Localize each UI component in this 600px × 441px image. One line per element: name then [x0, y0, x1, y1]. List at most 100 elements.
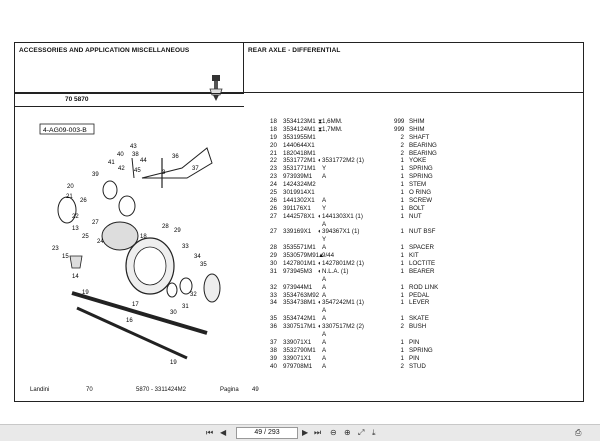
- part-note: 1427801M2 (1): [322, 260, 364, 268]
- part-desc: BEARER: [409, 267, 435, 275]
- part-desc: BEARING: [409, 149, 437, 157]
- group-code: 70 5870: [65, 96, 89, 103]
- diff-housing: [101, 221, 139, 251]
- next-page-icon[interactable]: ▶: [302, 428, 309, 437]
- callout-number: 14: [72, 274, 79, 280]
- callout-number: 44: [140, 158, 147, 164]
- part-note: A: [322, 220, 327, 228]
- part-qty: 2: [400, 141, 404, 149]
- part-desc: LEVER: [409, 299, 430, 307]
- part-qty: 1: [400, 173, 404, 181]
- part-note: 1441303X1 (1): [322, 212, 363, 220]
- part-note: 3547242M1 (1): [322, 299, 364, 307]
- part-ref: 23: [270, 173, 277, 181]
- download-icon[interactable]: ⤓: [372, 428, 376, 437]
- exploded-parts-diagram: 4-AG09-003-B 404142394338444536373202122…: [39, 123, 221, 366]
- part-qty: 1: [400, 189, 404, 197]
- part-qty: 1: [400, 212, 404, 220]
- part-note: 3307517M2 (2): [322, 323, 364, 331]
- part-qty: 1: [400, 354, 404, 362]
- callout-number: 29: [174, 228, 181, 234]
- part-ref: 21: [270, 149, 277, 157]
- part-desc: STUD: [409, 362, 426, 370]
- callout-number: 19: [82, 290, 89, 296]
- part-number: 339169X1: [283, 228, 312, 236]
- part-qty: 2: [400, 133, 404, 141]
- callout-number: 27: [92, 220, 99, 226]
- part-number: 3534124M1: [283, 125, 316, 133]
- part-qty: 999: [394, 125, 405, 133]
- part-note: A: [322, 362, 327, 370]
- part-symbol-icon: ◐: [318, 323, 322, 331]
- zoom-out-icon[interactable]: ⊖: [330, 428, 337, 437]
- part-row: A: [268, 331, 588, 339]
- prev-page-icon[interactable]: ◀: [220, 428, 227, 437]
- part-desc: PIN: [409, 338, 420, 346]
- fit-page-icon[interactable]: ⤢: [358, 428, 365, 437]
- zoom-in-icon[interactable]: ⊕: [344, 428, 351, 437]
- part-number: 3535571M1: [283, 244, 316, 252]
- part-qty: 1: [400, 196, 404, 204]
- part-desc: ROD LINK: [409, 283, 439, 291]
- part-note: A: [322, 315, 327, 323]
- part-number: 3534763M92: [283, 291, 320, 299]
- part-ref: 34: [270, 299, 277, 307]
- callout-number: 39: [92, 172, 99, 178]
- part-row: A: [268, 307, 588, 315]
- part-ref: 22: [270, 157, 277, 165]
- part-desc: YOKE: [409, 157, 427, 165]
- part-symbol-icon: ◐: [318, 157, 322, 165]
- part-number: 339071X1: [283, 338, 312, 346]
- part-symbol-icon: ◐: [318, 228, 322, 236]
- part-number: 3307517M1: [283, 323, 316, 331]
- part-row: Y: [268, 236, 588, 244]
- part-number: 3532790M1: [283, 346, 316, 354]
- part-desc: STEM: [409, 181, 427, 189]
- callout-number: 36: [172, 154, 179, 160]
- callout-number: 15: [62, 254, 69, 260]
- part-desc: SHIM: [409, 118, 425, 125]
- first-page-icon[interactable]: ⏮: [206, 428, 214, 437]
- callout-number: 33: [182, 244, 189, 250]
- part-qty: 2: [400, 323, 404, 331]
- part-number: 1440644X1: [283, 141, 315, 149]
- print-icon[interactable]: ⎙: [575, 428, 582, 437]
- part-number: 3534742M1: [283, 315, 316, 323]
- part-note: A: [322, 173, 327, 181]
- part-ref: 19: [270, 133, 277, 141]
- part-ref: 20: [270, 141, 277, 149]
- part-ref: 32: [270, 283, 277, 291]
- callout-number: 41: [108, 160, 115, 166]
- callout-number: 25: [82, 234, 89, 240]
- part-symbol-icon: ⧗: [318, 125, 323, 133]
- part-symbol-icon: ◐: [318, 299, 322, 307]
- callout-number: 43: [130, 144, 137, 150]
- callout-number: 28: [162, 224, 169, 230]
- page-number-input[interactable]: 49 / 293: [236, 427, 298, 439]
- part-note: 1,6MM.: [322, 118, 343, 125]
- part-row: A: [268, 221, 588, 229]
- callout-number: 20: [67, 184, 74, 190]
- part-qty: 1: [400, 244, 404, 252]
- part-ref: 37: [270, 338, 277, 346]
- part-ref: 23: [270, 165, 277, 173]
- part-note: A: [322, 354, 327, 362]
- part-ref: 27: [270, 228, 277, 236]
- part-ref: 26: [270, 196, 277, 204]
- callout-number: 21: [66, 194, 73, 200]
- part-desc: NUT BSF: [409, 228, 436, 236]
- last-page-icon[interactable]: ⏭: [314, 428, 322, 437]
- part-note: Y: [322, 165, 327, 173]
